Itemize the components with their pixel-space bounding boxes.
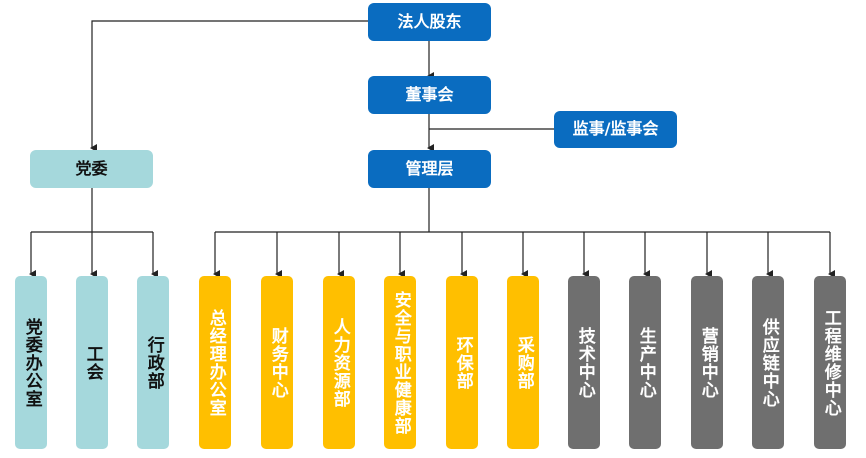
node-supervisory-label: 监事/监事会 xyxy=(572,119,659,139)
dept-label: 供应链中心 xyxy=(758,317,779,408)
node-management-label: 管理层 xyxy=(405,158,454,178)
dept-production: 生产中心 xyxy=(629,276,661,449)
dept-label: 工会 xyxy=(82,344,103,381)
node-supervisory: 监事/监事会 xyxy=(554,111,677,148)
dept-label: 财务中心 xyxy=(267,326,288,399)
dept-label: 采购部 xyxy=(513,335,534,390)
dept-label: 安全与职业健康部 xyxy=(390,290,411,435)
node-party-committee: 党委 xyxy=(30,150,153,188)
dept-label: 营销中心 xyxy=(697,326,718,399)
node-board-label: 董事会 xyxy=(405,84,454,104)
line-top-to-party xyxy=(90,20,368,152)
dept-party-office: 党委办公室 xyxy=(15,276,47,449)
dept-supply-chain: 供应链中心 xyxy=(752,276,784,449)
dept-label: 生产中心 xyxy=(635,326,656,399)
dept-label: 工程维修中心 xyxy=(820,308,841,417)
dept-label: 人力资源部 xyxy=(329,317,350,408)
dept-label: 环保部 xyxy=(452,335,473,390)
dept-label: 总经理办公室 xyxy=(205,308,226,417)
node-legal-shareholder: 法人股东 xyxy=(368,3,491,41)
dept-union: 工会 xyxy=(76,276,108,449)
dept-label: 技术中心 xyxy=(574,326,595,399)
node-board: 董事会 xyxy=(368,76,491,114)
dept-label: 行政部 xyxy=(143,335,164,390)
dept-finance: 财务中心 xyxy=(261,276,293,449)
dept-marketing: 营销中心 xyxy=(691,276,723,449)
dept-admin: 行政部 xyxy=(137,276,169,449)
dept-environment: 环保部 xyxy=(446,276,478,449)
dept-label: 党委办公室 xyxy=(21,317,42,408)
dept-hr: 人力资源部 xyxy=(323,276,355,449)
dept-technology: 技术中心 xyxy=(568,276,600,449)
dept-gm-office: 总经理办公室 xyxy=(199,276,231,449)
node-party-committee-label: 党委 xyxy=(75,158,108,178)
node-legal-shareholder-label: 法人股东 xyxy=(397,11,462,31)
node-management: 管理层 xyxy=(368,150,491,188)
dept-safety-health: 安全与职业健康部 xyxy=(384,276,416,449)
dept-engineering-maintenance: 工程维修中心 xyxy=(814,276,846,449)
dept-procurement: 采购部 xyxy=(507,276,539,449)
